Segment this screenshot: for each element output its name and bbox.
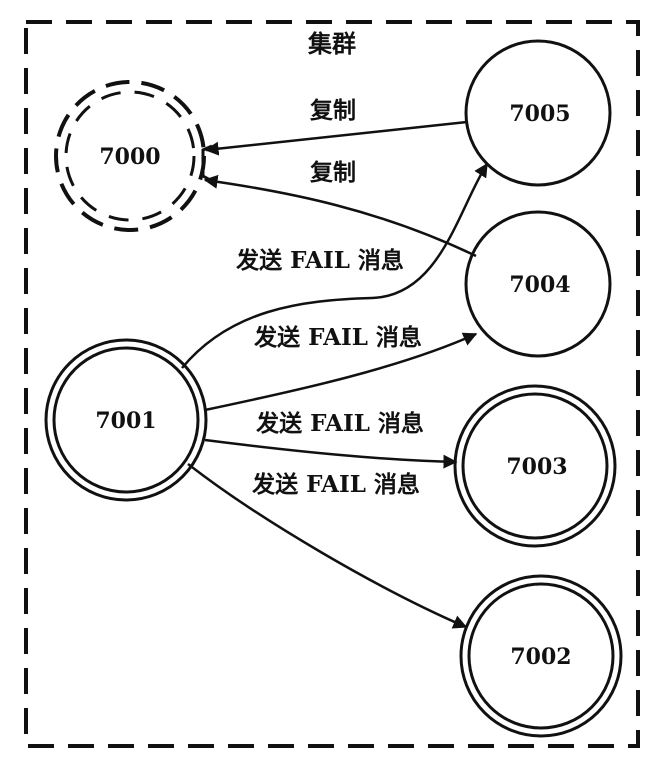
node-7000[interactable]: 7000	[54, 80, 206, 232]
edge-fail-7005-label: 发送 FAIL 消息	[235, 247, 404, 274]
edge-fail-7001-to-7002	[187, 463, 468, 629]
node-7002-label: 7002	[510, 644, 571, 670]
node-7002-inner-ring	[467, 582, 615, 730]
node-7004-circle	[464, 210, 612, 358]
edge-fail-7003-label: 发送 FAIL 消息	[255, 410, 424, 437]
edge-fail-7001-to-7005	[181, 162, 489, 369]
node-7002-outer-ring	[459, 574, 623, 738]
node-7000-inner-ring	[64, 90, 196, 222]
edge-fail-7001-to-7004	[204, 332, 478, 412]
node-7005-label: 7005	[509, 101, 570, 127]
cluster-label: 集群	[307, 29, 356, 58]
node-7001[interactable]: 7001	[44, 338, 208, 502]
node-7004[interactable]: 7004	[464, 210, 612, 358]
edge-replicate-7005-to-7000	[204, 120, 468, 156]
node-7003[interactable]: 7003	[453, 384, 617, 548]
node-7005-circle	[464, 39, 612, 187]
cluster-boundary	[24, 20, 640, 748]
node-7004-label: 7004	[509, 272, 570, 298]
edge-replicate-7005-label: 复制	[309, 97, 356, 124]
node-7003-label: 7003	[506, 454, 567, 480]
node-7001-label: 7001	[95, 408, 156, 434]
node-7000-label: 7000	[99, 144, 160, 170]
node-7003-inner-ring	[461, 392, 609, 540]
node-7005[interactable]: 7005	[464, 39, 612, 187]
edge-replicate-7004-to-7000	[203, 174, 477, 258]
bracket-mark	[201, 144, 213, 183]
node-7002[interactable]: 7002	[459, 574, 623, 738]
edge-fail-7001-to-7003	[204, 438, 458, 469]
edge-replicate-7004-label: 复制	[309, 159, 356, 186]
node-7001-outer-ring	[44, 338, 208, 502]
node-7001-inner-ring	[52, 346, 200, 494]
edge-fail-7004-label: 发送 FAIL 消息	[253, 324, 422, 351]
edge-fail-7002-label: 发送 FAIL 消息	[251, 471, 420, 498]
